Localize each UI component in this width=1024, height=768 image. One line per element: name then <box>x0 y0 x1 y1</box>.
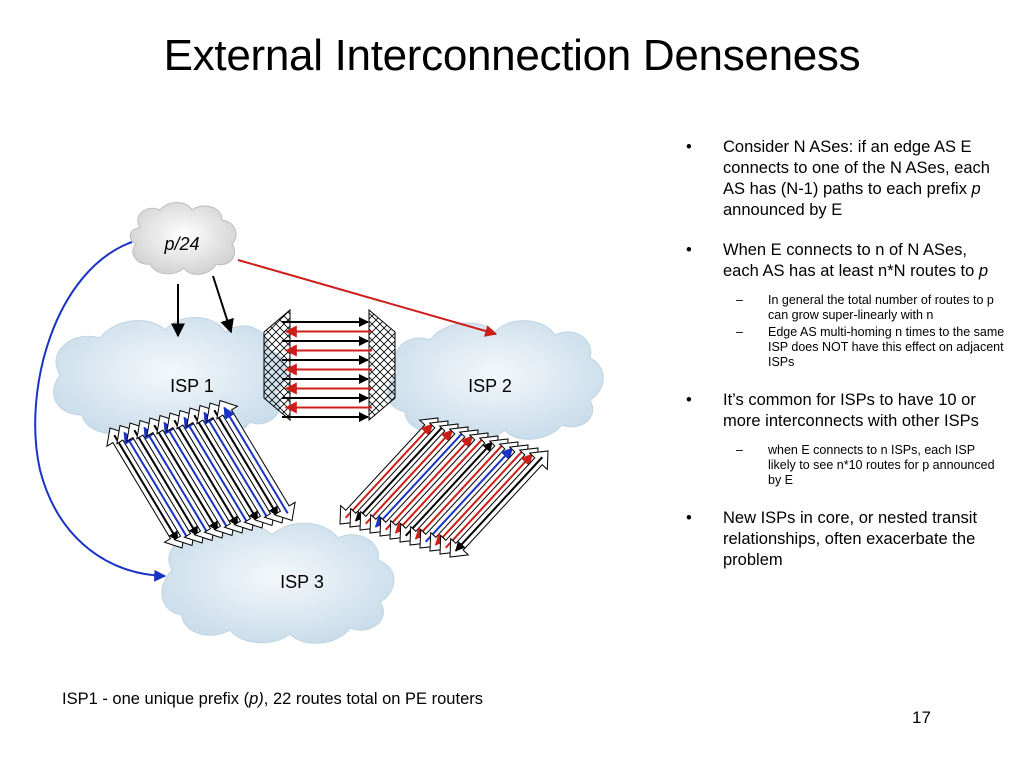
isp1-isp2-interconnects <box>263 308 396 422</box>
bullet-item: • It’s common for ISPs to have 10 or more… <box>686 390 1006 432</box>
bullet-list: • Consider N ASes: if an edge AS E connec… <box>686 137 1006 590</box>
page-number: 17 <box>912 708 931 727</box>
bullet-text: p <box>971 180 981 198</box>
route-arrow <box>143 426 209 534</box>
route-arrow <box>344 423 434 519</box>
route-arrow <box>354 426 444 522</box>
isp1-isp3-interconnects <box>106 399 296 549</box>
route-arrow <box>364 429 454 525</box>
route-arrow <box>223 406 289 514</box>
sub-bullet-text: In general the total number of routes to… <box>768 293 994 322</box>
sub-bullet-item: – Edge AS multi-homing n times to the sam… <box>686 325 1006 370</box>
route-arrow <box>203 411 269 519</box>
route-arrow <box>424 447 514 543</box>
route-arrow <box>434 450 524 546</box>
bullet-text: p <box>978 262 989 280</box>
bullet-text: New ISPs in core, or nested transit rela… <box>723 509 978 569</box>
sub-bullet-item: – when E connects to n ISPs, each ISP lik… <box>686 443 1006 488</box>
announce-arrow-isp3 <box>34 241 167 582</box>
bullet-item: • New ISPs in core, or nested transit rel… <box>686 508 1006 571</box>
route-arrow <box>213 409 279 517</box>
route-arrow <box>163 421 229 529</box>
sub-bullet-dash: – <box>736 443 743 457</box>
isp1-label: ISP 1 <box>170 376 214 396</box>
route-arrow <box>153 424 219 532</box>
route-arrow <box>374 432 464 528</box>
isp2-isp3-interconnects <box>339 417 549 558</box>
caption-text-2: , 22 routes total on PE routers <box>263 690 483 708</box>
bullet-text: Consider N ASes: if an edge AS E connect… <box>723 138 990 198</box>
route-arrow <box>394 438 484 534</box>
slide-title: External Interconnection Denseness <box>163 31 861 80</box>
bullet-dot: • <box>686 391 692 409</box>
bullet-dot: • <box>686 509 692 527</box>
route-arrow <box>404 441 494 537</box>
sub-bullet-text: when E connects to n ISPs, each ISP like… <box>768 443 995 487</box>
bullet-text: It’s common for ISPs to have 10 or more … <box>723 391 979 430</box>
route-arrow <box>123 431 189 539</box>
bullet-item: • When E connects to n of N ASes, each AS… <box>686 240 1006 282</box>
announce-arrow-2 <box>212 275 234 334</box>
caption-text-1: ISP1 - one unique prefix ( <box>62 690 250 708</box>
isp3-label: ISP 3 <box>280 572 324 592</box>
bullet-item: • Consider N ASes: if an edge AS E connec… <box>686 137 1006 221</box>
caption-prefix: p) <box>249 690 264 708</box>
prefix-cloud: p/24 <box>129 202 237 275</box>
sub-bullet-list: – when E connects to n ISPs, each ISP lik… <box>686 443 1006 488</box>
route-arrow <box>454 456 544 552</box>
sub-bullet-list: – In general the total number of routes t… <box>686 293 1006 370</box>
isp2-label: ISP 2 <box>468 376 512 396</box>
route-arrow <box>183 416 249 524</box>
bullet-dot: • <box>686 138 692 156</box>
bullet-dot: • <box>686 241 692 259</box>
route-arrow <box>173 419 239 527</box>
route-arrow <box>444 453 534 549</box>
sub-bullet-dash: – <box>736 293 743 307</box>
bullet-text: When E connects to n of N ASes, each AS … <box>723 241 979 280</box>
route-arrow <box>113 434 179 542</box>
route-arrow <box>384 435 474 531</box>
sub-bullet-dash: – <box>736 325 743 339</box>
bullet-text: announced by E <box>723 201 843 219</box>
diagram-caption: ISP1 - one unique prefix (p), 22 routes … <box>62 690 483 709</box>
route-arrow <box>414 444 504 540</box>
route-arrow <box>133 429 199 537</box>
sub-bullet-text: Edge AS multi-homing n times to the same… <box>768 325 1005 369</box>
route-arrow <box>193 414 259 522</box>
sub-bullet-item: – In general the total number of routes t… <box>686 293 1006 323</box>
isp2-cloud: ISP 2 <box>387 320 604 440</box>
prefix-label: p/24 <box>163 234 199 254</box>
announce-arrow-isp2 <box>237 259 498 337</box>
